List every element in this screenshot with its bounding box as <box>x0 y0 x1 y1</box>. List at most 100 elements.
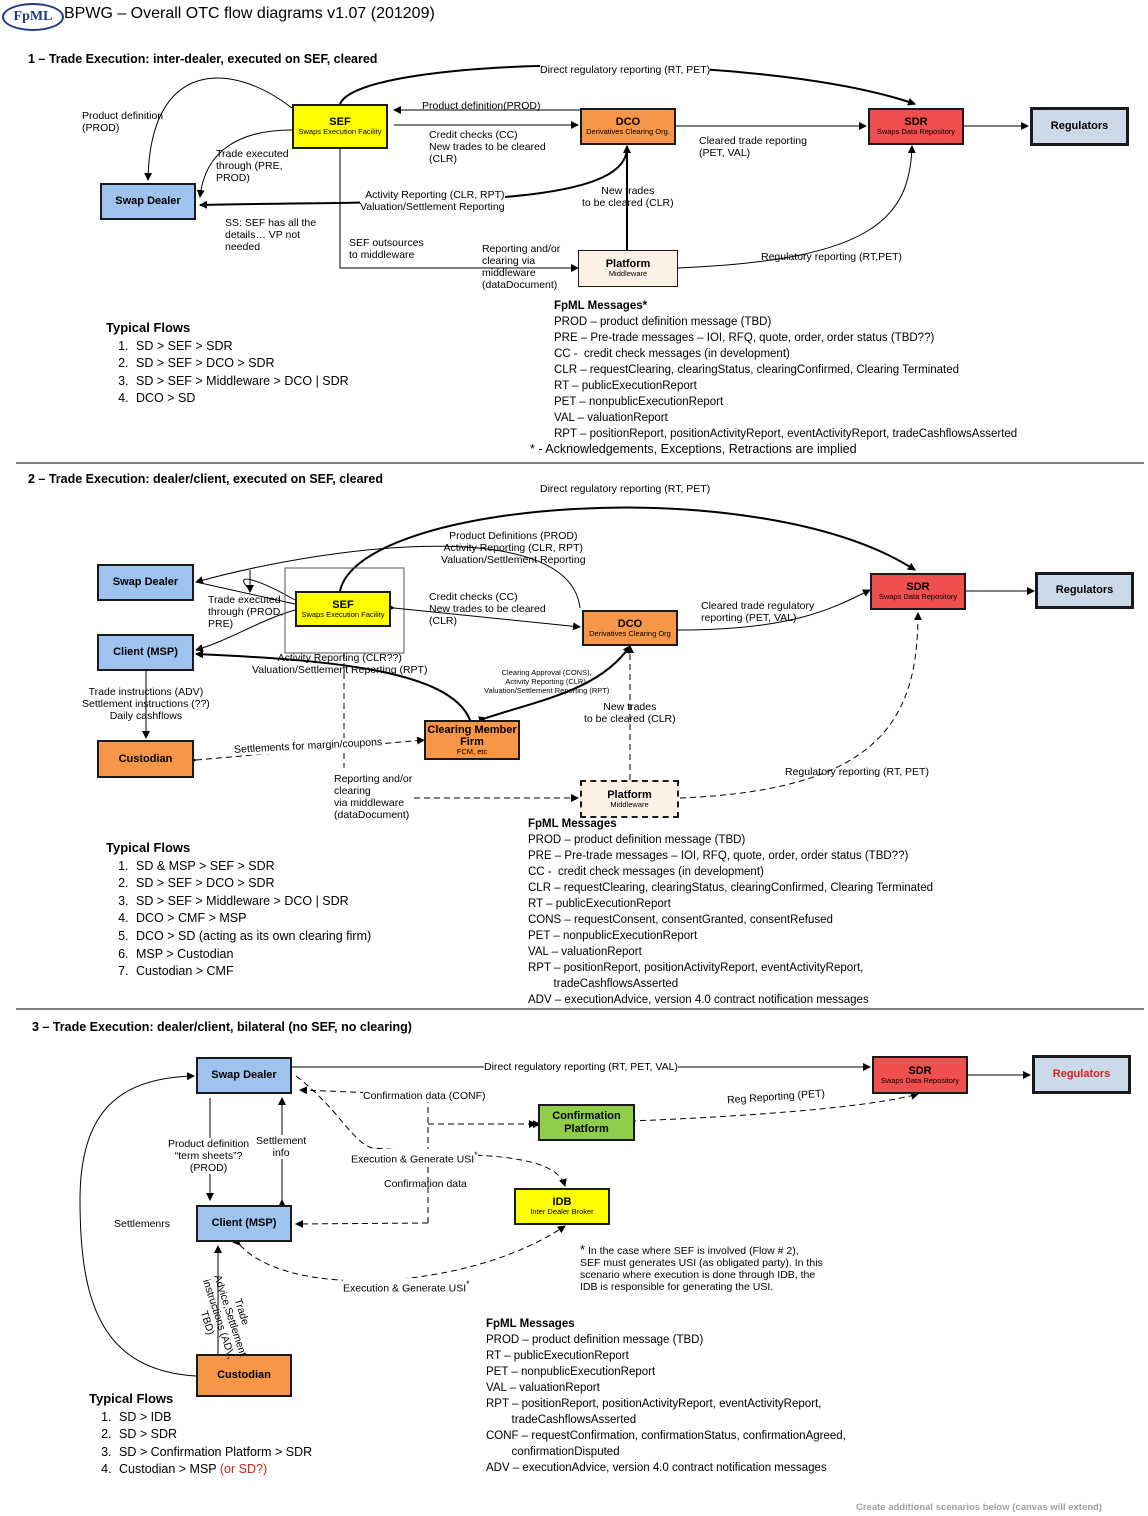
list-item: CLR – requestClearing, clearingStatus, c… <box>528 882 934 894</box>
s2-reg-reporting-arrow <box>679 612 922 799</box>
list-item: PET – nonpublicExecutionReport <box>554 396 724 408</box>
list-item: VAL – valuationReport <box>486 1382 600 1394</box>
s2-clearing-approval-arrow <box>478 645 631 725</box>
s3-fpml-messages: FpML Messages PROD – product definition … <box>486 1316 846 1476</box>
list-item: PRE – Pre-trade messages – IOI, RFQ, quo… <box>554 332 935 344</box>
s2-regulators-box[interactable]: Regulators <box>1035 572 1134 609</box>
s1-prod-def-left-arrow <box>144 77 293 181</box>
s2-trade-exec-arrow-a <box>243 578 296 601</box>
s1-platform-box[interactable]: Platform Middleware <box>578 250 678 287</box>
list-item: DCO > SD (acting as its own clearing fir… <box>132 928 371 946</box>
list-item: DCO > SD <box>132 390 349 408</box>
list-item: RPT – positionReport, positionActivityRe… <box>528 962 864 990</box>
list-item: SD > SEF > DCO > SDR <box>132 355 349 373</box>
s2-platform-subtitle: Middleware <box>610 799 649 809</box>
list-item: SD > SEF > Middleware > DCO | SDR <box>132 893 371 911</box>
s2-swap-dealer-box[interactable]: Swap Dealer <box>97 564 194 601</box>
s2-direct-reg-label: Direct regulatory reporting (RT, PET) <box>540 483 711 495</box>
list-item: DCO > CMF > MSP <box>132 910 371 928</box>
list-item: SD > IDB <box>115 1409 312 1427</box>
list-item: CLR – requestClearing, clearingStatus, c… <box>554 364 960 376</box>
s1-dco-title: DCO <box>615 116 641 129</box>
s3-confirmation-data-arrow <box>295 1219 429 1228</box>
s1-ss-note: SS: SEF has all the details… VP not need… <box>225 217 317 253</box>
section-2-title: 2 – Trade Execution: dealer/client, exec… <box>28 472 383 486</box>
footer-note: Create additional scenarios below (canva… <box>856 1502 1103 1513</box>
s2-credit-checks-label: Credit checks (CC) New trades to be clea… <box>429 591 546 627</box>
s3-confirmation-data-conf-label: Confirmation data (CONF) <box>363 1090 486 1102</box>
s3-execution-usi-1-text: Execution & Generate USI <box>351 1153 475 1166</box>
s3-settlements-label: Settlemenrs <box>114 1218 171 1230</box>
s1-trade-executed-label: Trade executed through (PRE, PROD) <box>216 148 289 184</box>
list-item: ADV – executionAdvice, version 4.0 contr… <box>528 994 869 1006</box>
s3-idb-subtitle: Inter Dealer Broker <box>530 1207 594 1217</box>
s2-cmf-box[interactable]: Clearing Member Firm FCM, etc <box>424 720 520 760</box>
s1-swap-dealer-box[interactable]: Swap Dealer <box>100 183 196 220</box>
s2-dco-title: DCO <box>617 617 643 630</box>
s2-activity-reporting-arrow <box>195 650 471 721</box>
s3-confirmation-platform-box[interactable]: Confirmation Platform <box>538 1104 635 1141</box>
s3-settlement-info-label: Settlement info <box>256 1135 307 1159</box>
list-item: PRE – Pre-trade messages – IOI, RFQ, quo… <box>528 850 909 862</box>
list-item: PROD – product definition message (TBD) <box>554 316 772 328</box>
s2-client-box[interactable]: Client (MSP) <box>97 634 194 671</box>
s2-reporting-clearing-label: Reporting and/or clearing via middleware… <box>334 773 413 821</box>
s2-activity-reporting-label: Activity Reporting (CLR??) Valuation/Set… <box>252 652 428 676</box>
s1-swap-dealer-label: Swap Dealer <box>115 195 181 208</box>
flow-text: Custodian > MSP <box>119 1462 217 1477</box>
s2-trade-exec-sd-arrow <box>195 581 303 610</box>
s2-sef-box[interactable]: SEF Swaps Execution Facility <box>295 591 391 627</box>
s2-sdr-box[interactable]: SDR Swaps Data Repository <box>870 573 966 610</box>
list-item: ADV – executionAdvice, version 4.0 contr… <box>486 1462 827 1474</box>
list-item: SD > Confirmation Platform > SDR <box>115 1444 312 1462</box>
s1-sef-subtitle: Swaps Execution Facility <box>298 127 382 137</box>
s3-swap-dealer-box[interactable]: Swap Dealer <box>196 1057 292 1094</box>
list-item: SD > SDR <box>115 1426 312 1444</box>
s3-sdr-title: SDR <box>908 1064 932 1077</box>
s1-trade-executed-arrow <box>196 125 300 198</box>
s1-sdr-title: SDR <box>904 116 928 129</box>
s3-sdr-subtitle: Swaps Data Repository <box>880 1075 960 1085</box>
flow-suffix: (or SD?) <box>219 1462 268 1477</box>
s1-sdr-box[interactable]: SDR Swaps Data Repository <box>868 108 964 145</box>
list-item: PROD – product definition message (TBD) <box>528 834 746 846</box>
s2-clearing-approval-label: Clearing Approval (CONS), Activity Repor… <box>484 668 610 695</box>
s3-typical-flows-title: Typical Flows <box>89 1391 174 1406</box>
s3-usi-note-text: In the case where SEF is involved (Flow … <box>580 1245 823 1293</box>
s1-sef-box[interactable]: SEF Swaps Execution Facility <box>292 104 388 149</box>
s1-regulators-box[interactable]: Regulators <box>1030 107 1129 146</box>
fpml-logo: FpML <box>2 3 64 31</box>
s2-platform-title: Platform <box>607 788 652 801</box>
s3-client-label: Client (MSP) <box>211 1217 277 1230</box>
list-item: Custodian > CMF <box>132 963 371 981</box>
list-item: CONS – requestConsent, consentGranted, c… <box>528 914 833 926</box>
s3-idb-box[interactable]: IDB Inter Dealer Broker <box>514 1188 610 1225</box>
s2-custodian-box[interactable]: Custodian <box>97 740 194 778</box>
s2-dco-subtitle: Derivatives Clearing Org <box>589 628 671 638</box>
s1-typical-flows: Typical Flows SD > SEF > SDR SD > SEF > … <box>106 319 349 408</box>
list-item: MSP > Custodian <box>132 946 371 964</box>
s3-direct-reg-label: Direct regulatory reporting (RT, PET, VA… <box>484 1061 678 1073</box>
s3-confirmation-data-conf-arrow <box>299 1086 429 1223</box>
list-item: PET – nonpublicExecutionReport <box>528 930 698 942</box>
s3-idb-title: IDB <box>552 1196 572 1209</box>
s3-sdr-box[interactable]: SDR Swaps Data Repository <box>872 1056 968 1094</box>
s3-confirmation-data-label: Confirmation data <box>384 1178 467 1190</box>
list-item: RT – publicExecutionReport <box>528 898 671 910</box>
s3-regulators-label: Regulators <box>1052 1068 1111 1081</box>
s3-client-box[interactable]: Client (MSP) <box>196 1205 292 1242</box>
fpml-logo-text: FpML <box>13 9 53 24</box>
s2-platform-box[interactable]: Platform Middleware <box>580 780 679 818</box>
s1-fpml-messages: FpML Messages* PROD – product definition… <box>554 298 1017 442</box>
section-3-title: 3 – Trade Execution: dealer/client, bila… <box>32 1020 412 1034</box>
page-title: BPWG – Overall OTC flow diagrams v1.07 (… <box>64 5 435 22</box>
list-item: SD > SEF > DCO > SDR <box>132 875 371 893</box>
s3-regulators-box[interactable]: Regulators <box>1032 1055 1131 1094</box>
s1-regulators-label: Regulators <box>1050 120 1109 133</box>
s2-dco-box[interactable]: DCO Derivatives Clearing Org <box>582 610 678 646</box>
s3-custodian-box[interactable]: Custodian <box>196 1354 292 1397</box>
s1-dco-box[interactable]: DCO Derivatives Clearing Org. <box>580 108 676 145</box>
s3-execution-usi-1-arrow <box>295 1075 567 1187</box>
s1-reporting-clearing-label: Reporting and/or clearing via middleware… <box>482 243 561 291</box>
